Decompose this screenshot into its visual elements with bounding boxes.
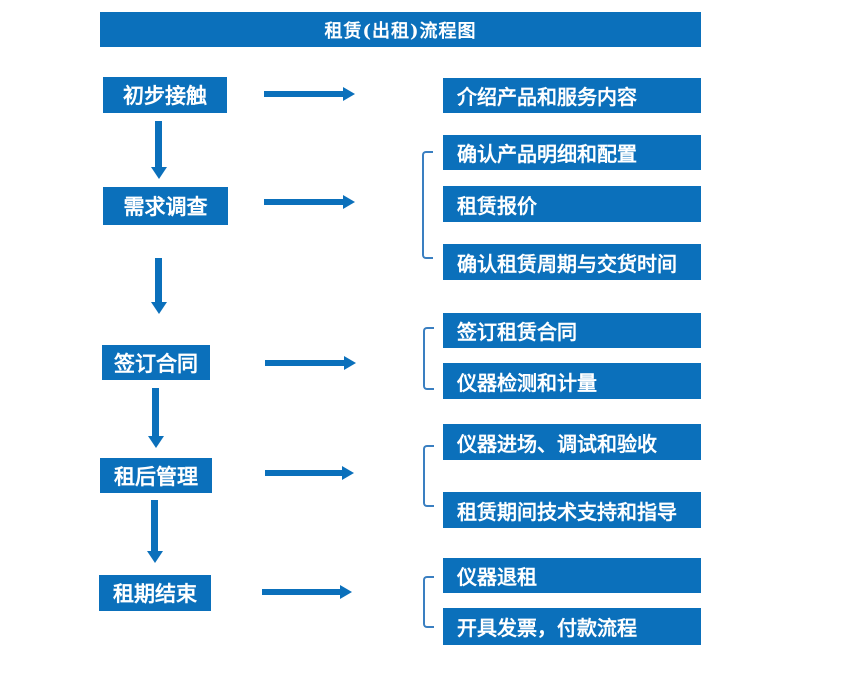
group-bracket-4	[423, 576, 434, 628]
arrow-shaft	[155, 121, 162, 168]
group-bracket-3	[423, 445, 434, 507]
arrow-head	[343, 195, 355, 209]
title-bar: 租赁(出租)流程图	[100, 12, 701, 47]
arrow-head	[148, 436, 164, 448]
arrow-shaft	[151, 500, 158, 552]
arrow-shaft	[152, 388, 159, 437]
arrow-shaft	[262, 589, 341, 595]
detail-box-1: 介绍产品和服务内容	[443, 78, 701, 113]
arrow-head	[151, 167, 167, 179]
right-arrow-icon-4	[265, 466, 354, 480]
arrow-shaft	[265, 470, 343, 476]
flow-step-box-2: 需求调查	[103, 187, 228, 225]
detail-box-2: 确认产品明细和配置	[443, 135, 701, 170]
arrow-shaft	[155, 258, 162, 303]
arrow-head	[342, 466, 354, 480]
down-arrow-icon-1	[151, 121, 167, 179]
detail-box-4: 确认租赁周期与交货时间	[443, 244, 701, 280]
right-arrow-icon-1	[264, 87, 355, 101]
arrow-head	[147, 551, 163, 563]
flow-step-box-3: 签订合同	[102, 345, 210, 380]
detail-box-3: 租赁报价	[443, 186, 701, 222]
detail-box-8: 租赁期间技术支持和指导	[443, 492, 701, 528]
arrow-head	[343, 87, 355, 101]
right-arrow-icon-5	[262, 585, 352, 599]
right-arrow-icon-3	[265, 356, 356, 370]
detail-box-6: 仪器检测和计量	[443, 363, 701, 399]
arrow-head	[344, 356, 356, 370]
arrow-shaft	[265, 360, 345, 366]
flow-step-box-4: 租后管理	[100, 458, 212, 493]
down-arrow-icon-4	[147, 500, 163, 563]
arrow-head	[151, 302, 167, 314]
down-arrow-icon-2	[151, 258, 167, 314]
detail-box-7: 仪器进场、调试和验收	[443, 424, 701, 460]
detail-box-10: 开具发票，付款流程	[443, 608, 701, 645]
arrow-shaft	[264, 199, 344, 205]
arrow-head	[340, 585, 352, 599]
detail-box-9: 仪器退租	[443, 558, 701, 593]
group-bracket-1	[422, 151, 433, 259]
flow-step-box-5: 租期结束	[99, 575, 211, 611]
flow-step-box-1: 初步接触	[103, 77, 227, 113]
down-arrow-icon-3	[148, 388, 164, 448]
group-bracket-2	[423, 327, 434, 390]
arrow-shaft	[264, 91, 344, 97]
page-title: 租赁(出租)流程图	[324, 20, 477, 42]
right-arrow-icon-2	[264, 195, 355, 209]
detail-box-5: 签订租赁合同	[443, 313, 701, 348]
